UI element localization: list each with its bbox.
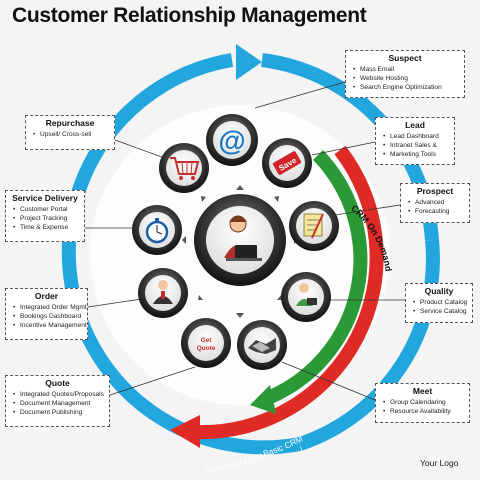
- center-hub: [194, 194, 286, 286]
- get-quote-icon: Get Quote: [181, 318, 231, 368]
- repurchase-title: Repurchase: [45, 118, 95, 128]
- meet-item: Resource Availability: [383, 407, 465, 416]
- handshake-icon: [237, 320, 287, 370]
- quality-box: Quality Product Catalog Service Catalog: [405, 283, 473, 323]
- meet-title: Meet: [412, 386, 433, 396]
- quality-title: Quality: [424, 286, 454, 296]
- quote-item: Document Publishing: [13, 408, 105, 417]
- service-delivery-title: Service Delivery: [12, 193, 78, 203]
- service-delivery-item: Project Tracking: [13, 214, 80, 223]
- order-box: Order Integrated Order Mgmt. Bookings Da…: [5, 288, 89, 340]
- svg-text:Quote: Quote: [197, 345, 216, 352]
- enhanced-crm-label: Enhanced CRM: [204, 451, 264, 475]
- repurchase-box: Repurchase Upsell/ Cross-sell: [25, 115, 115, 150]
- notepad-icon: [289, 201, 339, 251]
- email-icon: @: [206, 114, 258, 166]
- quality-item: Product Catalog: [413, 298, 468, 307]
- lead-item: Intranet Sales &: [383, 141, 450, 150]
- order-item: Incentive Management: [13, 321, 87, 330]
- prospect-item: Forecasting: [408, 207, 465, 216]
- prospect-box: Prospect Advanced Forecasting: [400, 183, 470, 223]
- prospect-title: Prospect: [416, 186, 454, 196]
- spoke-arrows: [182, 185, 298, 318]
- order-item: Integrated Order Mgmt.: [13, 303, 89, 312]
- customer-agent-icon: [224, 215, 262, 261]
- quote-item: Integrated Quotes/Proposals: [13, 390, 105, 399]
- suspect-box: Suspect Mass Email Website Hosting Searc…: [345, 50, 465, 98]
- order-title: Order: [34, 291, 59, 301]
- page-title: Customer Relationship Management: [12, 4, 367, 27]
- stopwatch-icon: [132, 205, 182, 255]
- quote-box: Quote Integrated Quotes/Proposals Docume…: [5, 375, 110, 427]
- crm-on-demand-arrowhead: [250, 385, 276, 414]
- prospect-item: Advanced: [408, 198, 465, 207]
- repurchase-item: Upsell/ Cross-sell: [33, 130, 110, 139]
- suspect-item: Mass Email: [353, 65, 460, 74]
- service-delivery-box: Service Delivery Customer Portal Project…: [5, 190, 85, 242]
- businessman-icon: [138, 268, 188, 318]
- logo-text: Your Logo: [420, 458, 459, 468]
- svg-text:@: @: [218, 125, 245, 156]
- basic-crm-ring: [194, 145, 384, 440]
- support-person-icon: [281, 272, 331, 322]
- meet-item: Group Calendaring: [383, 398, 465, 407]
- lead-item: Marketing Tools: [383, 150, 450, 159]
- enhanced-crm-arrowhead: [236, 44, 262, 80]
- connector-lines: [85, 81, 405, 401]
- crm-on-demand-ring: [265, 150, 368, 405]
- suspect-item: Search Engine Optimization: [353, 83, 460, 92]
- lead-box: Lead Lead Dashboard Intranet Sales & Mar…: [375, 117, 455, 165]
- lead-title: Lead: [405, 120, 425, 130]
- quality-item: Service Catalog: [413, 307, 468, 316]
- meet-box: Meet Group Calendaring Resource Availabi…: [375, 383, 470, 423]
- save-icon: Save: [262, 138, 312, 188]
- enhanced-crm-ring-right: [297, 239, 440, 451]
- quote-title: Quote: [45, 378, 70, 388]
- service-delivery-item: Customer Portal: [13, 205, 80, 214]
- quote-item: Document Management: [13, 399, 105, 408]
- suspect-item: Website Hosting: [353, 74, 460, 83]
- svg-text:Get: Get: [201, 337, 213, 344]
- basic-crm-arrowhead: [170, 415, 200, 448]
- suspect-title: Suspect: [388, 53, 422, 63]
- order-item: Bookings Dashboard: [13, 312, 83, 321]
- service-delivery-item: Time & Expense: [13, 223, 80, 232]
- shopping-cart-icon: [159, 143, 209, 193]
- lead-item: Lead Dashboard: [383, 132, 450, 141]
